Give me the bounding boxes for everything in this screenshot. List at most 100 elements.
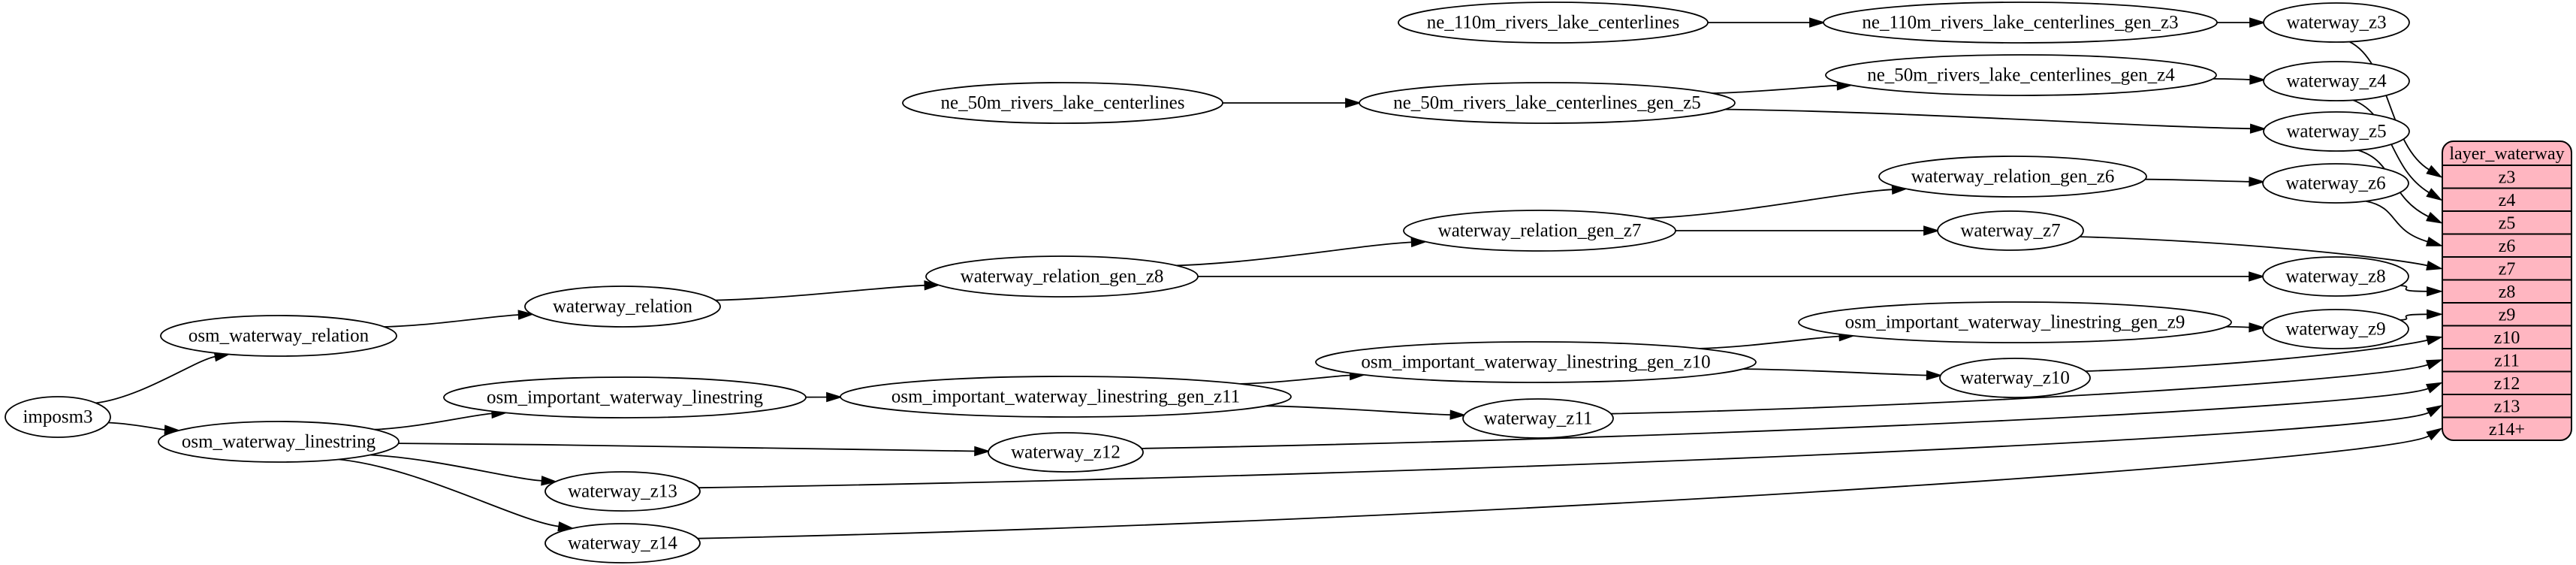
node-ne_50m_rivers_lake_centerlines_gen_z4: ne_50m_rivers_lake_centerlines_gen_z4 (1825, 54, 2217, 96)
node-label-osm_important_waterway_linestring: osm_important_waterway_linestring (487, 388, 763, 408)
node-waterway_z10: waterway_z10 (1939, 358, 2091, 398)
arrowhead-icon (1926, 370, 1943, 381)
arrowhead-icon (2426, 260, 2444, 270)
node-ellipse (2262, 256, 2409, 297)
arrowhead-icon (2425, 359, 2443, 370)
node-label-waterway_z7: waterway_z7 (1960, 221, 2060, 241)
node-label-waterway_z8: waterway_z8 (2285, 267, 2385, 287)
table-layer-waterway: layer_waterwayz3z4z5z6z7z8z9z10z11z12z13… (2442, 140, 2572, 441)
node-ellipse (2262, 163, 2409, 204)
node-waterway_z12: waterway_z12 (988, 432, 1144, 473)
nodes-layer: imposm3osm_waterway_relationosm_waterway… (5, 2, 2410, 563)
table-row-z13: z13 (2494, 397, 2520, 416)
node-ellipse (1823, 2, 2218, 44)
table-row-z8: z8 (2499, 282, 2516, 302)
edge-waterway_z7-to-row-z7 (2080, 236, 2428, 267)
node-waterway_z9: waterway_z9 (2262, 309, 2409, 349)
table-row-z11: z11 (2494, 351, 2520, 370)
node-ellipse (902, 82, 1223, 124)
table-outline (2442, 140, 2572, 441)
edge-waterway_relation-to-waterway_relation_gen_z8 (715, 284, 925, 301)
table-row-z6: z6 (2499, 237, 2516, 256)
edge-osm_important_waterway_linestring_gen_z9-to-waterway_z9 (2225, 326, 2252, 328)
node-ellipse (160, 315, 397, 357)
node-waterway_z14: waterway_z14 (544, 523, 701, 563)
node-label-waterway_z11: waterway_z11 (1484, 409, 1593, 429)
edge-ne_50m_rivers_lake_centerlines_gen_z5-to-ne_50m_rivers_lake_centerlines_gen_z4 (1712, 84, 1838, 94)
node-ellipse (1462, 398, 1614, 439)
node-osm_important_waterway_linestring_gen_z10: osm_important_waterway_linestring_gen_z1… (1315, 341, 1757, 383)
node-ellipse (840, 376, 1292, 418)
node-waterway_relation_gen_z8: waterway_relation_gen_z8 (925, 255, 1199, 298)
arrowhead-icon (2427, 286, 2444, 297)
edge-osm_waterway_linestring-to-waterway_z13 (370, 454, 542, 482)
edge-osm_important_waterway_linestring_gen_z10-to-waterway_z10 (1742, 368, 1927, 376)
arrowhead-icon (517, 310, 535, 320)
node-ellipse (544, 471, 701, 512)
edge-osm_important_waterway_linestring_gen_z11-to-osm_important_waterway_linestring_gen_z10 (1240, 374, 1350, 385)
node-waterway_relation: waterway_relation (524, 286, 721, 328)
node-label-ne_110m_rivers_lake_centerlines_gen_z3: ne_110m_rivers_lake_centerlines_gen_z3 (1862, 13, 2178, 33)
table-row-z9: z9 (2499, 305, 2516, 325)
arrowhead-icon (2425, 382, 2443, 394)
node-osm_important_waterway_linestring_gen_z11: osm_important_waterway_linestring_gen_z1… (840, 376, 1292, 418)
node-label-osm_important_waterway_linestring_gen_z11: osm_important_waterway_linestring_gen_z1… (891, 387, 1240, 407)
node-ne_110m_rivers_lake_centerlines: ne_110m_rivers_lake_centerlines (1398, 2, 1709, 44)
edge-waterway_relation_gen_z8-to-waterway_relation_gen_z7 (1176, 241, 1412, 267)
node-imposm3: imposm3 (5, 396, 111, 438)
arrowhead-icon (2426, 212, 2443, 224)
node-label-ne_50m_rivers_lake_centerlines: ne_50m_rivers_lake_centerlines (941, 93, 1185, 113)
node-ellipse (544, 523, 701, 563)
arrowhead-icon (1809, 17, 1826, 28)
node-ellipse (988, 432, 1144, 473)
node-ellipse (1939, 358, 2091, 398)
table-row-z14+: z14+ (2489, 420, 2525, 440)
node-ellipse (5, 396, 111, 438)
arrowhead-icon (1449, 409, 1467, 420)
node-osm_waterway_relation: osm_waterway_relation (160, 315, 397, 357)
node-ne_110m_rivers_lake_centerlines_gen_z3: ne_110m_rivers_lake_centerlines_gen_z3 (1823, 2, 2218, 44)
node-ellipse (1398, 2, 1709, 44)
node-label-osm_waterway_relation: osm_waterway_relation (189, 326, 370, 346)
arrowhead-icon (2427, 309, 2444, 320)
arrowhead-icon (2426, 404, 2443, 418)
node-label-waterway_z10: waterway_z10 (1960, 368, 2070, 388)
node-label-waterway_z5: waterway_z5 (2286, 122, 2386, 142)
arrowhead-icon (924, 280, 941, 291)
node-label-waterway_relation_gen_z8: waterway_relation_gen_z8 (961, 267, 1164, 287)
table-row-z7: z7 (2499, 259, 2516, 279)
table-row-z4: z4 (2499, 191, 2516, 210)
edge-ne_50m_rivers_lake_centerlines_gen_z4-to-waterway_z4 (2213, 78, 2252, 80)
edge-ne_50m_rivers_lake_centerlines_gen_z5-to-waterway_z5 (1725, 108, 2251, 130)
edge-osm_important_waterway_linestring_gen_z11-to-waterway_z11 (1265, 405, 1451, 415)
arrowhead-icon (2249, 322, 2266, 333)
node-waterway_z5: waterway_z5 (2263, 111, 2410, 152)
table-row-z3: z3 (2499, 168, 2516, 187)
node-ne_50m_rivers_lake_centerlines: ne_50m_rivers_lake_centerlines (902, 82, 1223, 124)
edge-osm_important_waterway_linestring_gen_z10-to-osm_important_waterway_linestring_gen_z9 (1699, 335, 1840, 349)
edges-layer (95, 17, 2444, 539)
node-osm_important_waterway_linestring_gen_z9: osm_important_waterway_linestring_gen_z9 (1798, 301, 2232, 343)
node-waterway_z3: waterway_z3 (2263, 2, 2410, 43)
node-waterway_z8: waterway_z8 (2262, 256, 2409, 297)
node-ellipse (443, 376, 807, 418)
node-label-waterway_z3: waterway_z3 (2286, 13, 2386, 33)
node-osm_important_waterway_linestring: osm_important_waterway_linestring (443, 376, 807, 418)
node-label-waterway_z14: waterway_z14 (568, 533, 677, 554)
node-ellipse (1798, 301, 2232, 343)
edge-imposm3-to-osm_waterway_relation (95, 355, 216, 404)
node-ellipse (1937, 210, 2084, 251)
node-waterway_z4: waterway_z4 (2263, 61, 2410, 101)
arrowhead-icon (2426, 428, 2443, 441)
node-ellipse (524, 286, 721, 328)
node-ellipse (1878, 156, 2147, 198)
edge-waterway_relation_gen_z6-to-waterway_z6 (2145, 178, 2250, 183)
node-label-waterway_z13: waterway_z13 (568, 482, 677, 502)
edge-osm_waterway_relation-to-waterway_relation (384, 314, 519, 328)
edge-waterway_z3-to-row-z3 (2348, 41, 2430, 171)
node-ellipse (1315, 341, 1757, 383)
edge-waterway_z11-to-row-z11 (1610, 364, 2429, 415)
table-row-z5: z5 (2499, 213, 2516, 233)
